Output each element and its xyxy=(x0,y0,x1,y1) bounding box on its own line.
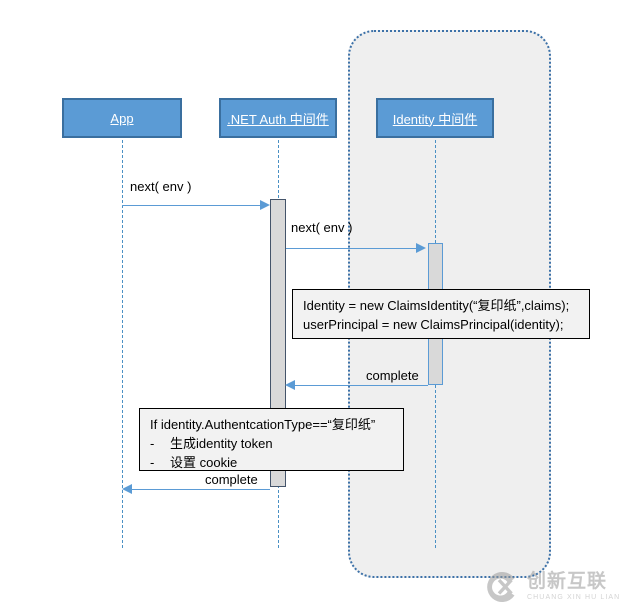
note-token-bullet-1: - 生成identity token xyxy=(150,434,393,453)
message-label-complete-1: complete xyxy=(366,368,419,383)
message-line-next-env-1 xyxy=(122,205,262,206)
actor-label-app: App xyxy=(110,110,134,126)
note-token-bullet-1-text: 生成identity token xyxy=(170,436,273,451)
note-token-heading: If identity.AuthentcationType==“复印纸” xyxy=(150,417,376,432)
lifeline-app xyxy=(122,140,123,548)
message-label-next-env-2: next( env ) xyxy=(291,220,353,235)
note-token-bullet-1-dash: - xyxy=(150,436,155,451)
note-token-bullet-2-text: 设置 cookie xyxy=(170,455,238,470)
actor-box-net-auth[interactable]: .NET Auth 中间件 xyxy=(219,98,337,138)
note-claims-identity: Identity = new ClaimsIdentity(“复印纸”,clai… xyxy=(292,289,590,339)
actor-box-app[interactable]: App xyxy=(62,98,182,138)
message-arrowhead-complete-1 xyxy=(285,380,295,390)
note-claims-line-2: userPrincipal = new ClaimsPrincipal(iden… xyxy=(303,317,564,332)
actor-label-net-auth: .NET Auth 中间件 xyxy=(227,111,329,127)
actor-box-identity[interactable]: Identity 中间件 xyxy=(376,98,494,138)
note-token-bullet-2-dash: - xyxy=(150,455,155,470)
message-label-complete-2: complete xyxy=(205,472,258,487)
message-line-complete-1 xyxy=(295,385,428,386)
message-line-complete-2 xyxy=(132,489,270,490)
message-arrowhead-next-env-2 xyxy=(416,243,426,253)
note-claims-line-1: Identity = new ClaimsIdentity(“复印纸”,clai… xyxy=(303,298,570,313)
actor-label-identity: Identity 中间件 xyxy=(392,111,478,127)
watermark-chinese: 创新互联 xyxy=(527,571,608,592)
message-arrowhead-complete-2 xyxy=(122,484,132,494)
note-identity-token: If identity.AuthentcationType==“复印纸” - 生… xyxy=(139,408,404,471)
note-token-bullet-2: - 设置 cookie xyxy=(150,453,393,472)
watermark-text: 创新互联 CHUANG XIN HU LIAN xyxy=(527,572,620,601)
watermark-pinyin: CHUANG XIN HU LIAN xyxy=(527,594,621,601)
message-label-next-env-1: next( env ) xyxy=(130,179,192,194)
message-arrowhead-next-env-1 xyxy=(260,200,270,210)
message-line-next-env-2 xyxy=(286,248,417,249)
circled-x-logo-icon xyxy=(487,571,515,602)
watermark: 创新互联 CHUANG XIN HU LIAN xyxy=(484,560,622,613)
